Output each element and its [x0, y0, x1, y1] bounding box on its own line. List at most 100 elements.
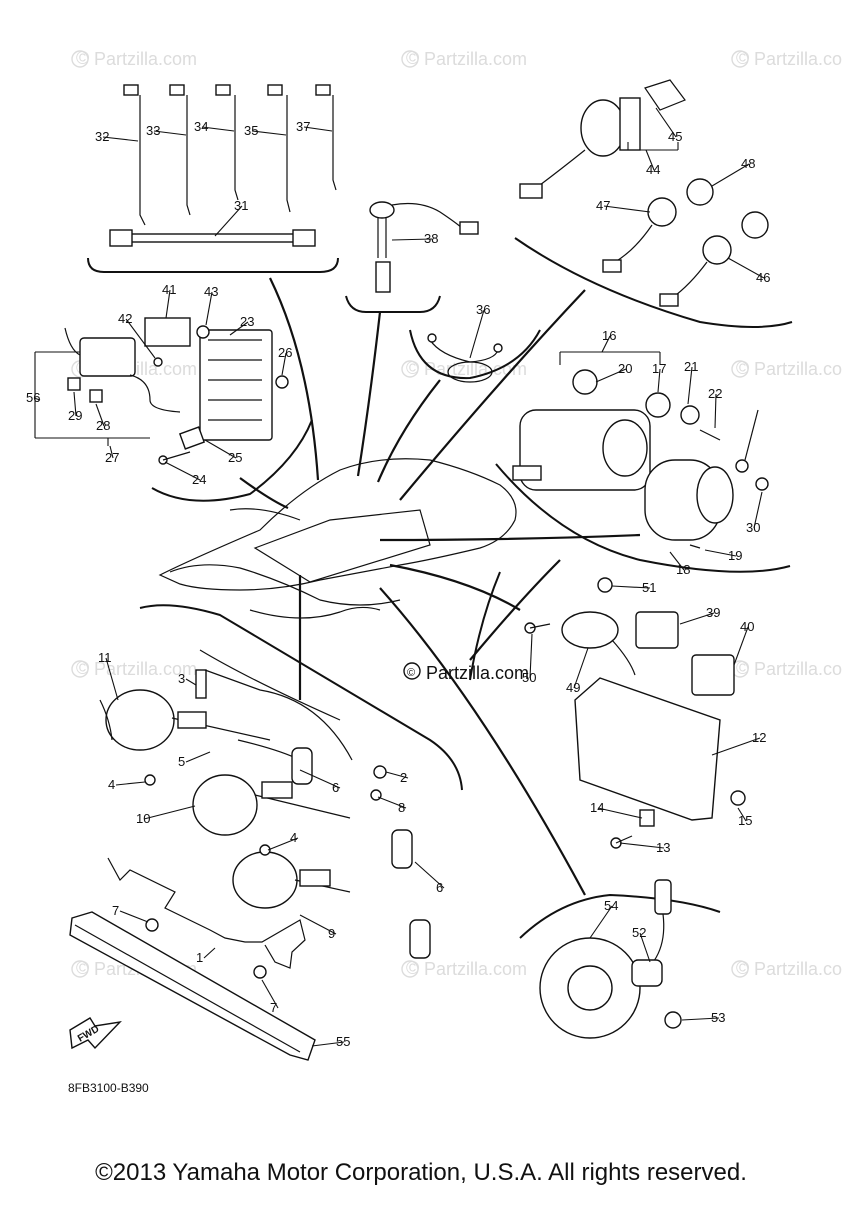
leader-line: [711, 737, 761, 756]
leader-line: [214, 205, 243, 237]
leader-line: [125, 318, 156, 359]
leader-line: [143, 805, 196, 820]
part-label: 43: [204, 284, 218, 299]
part-label: 7: [270, 1000, 277, 1015]
watermark-circle: [401, 960, 419, 978]
part-label: 6: [436, 880, 443, 895]
watermark-text: Partzilla.com: [424, 959, 527, 979]
copyright-footer: ©2013 Yamaha Motor Corporation, U.S.A. A…: [95, 1159, 747, 1186]
leader-line: [669, 551, 685, 571]
watermark-symbol: ©: [736, 658, 749, 678]
leader-line: [299, 769, 341, 789]
watermark-circle: [71, 660, 89, 678]
part-label: 49: [566, 680, 580, 695]
part-label: 8: [398, 800, 405, 815]
part-label: 55: [336, 1034, 350, 1049]
part-label: 6: [332, 780, 339, 795]
leader-line: [267, 837, 299, 851]
part-label: 34: [194, 119, 208, 134]
leader-line: [251, 130, 287, 136]
leader-line: [687, 366, 693, 405]
outline-pulser: [519, 893, 721, 939]
leader-line: [205, 291, 213, 326]
watermark-symbol: ©: [406, 48, 419, 68]
part-label: 3: [178, 671, 185, 686]
starter-group: [512, 369, 769, 549]
leader-line: [105, 657, 119, 701]
callout-arrows: [239, 277, 641, 896]
leader-line: [185, 751, 211, 763]
leader-line: [603, 205, 651, 213]
part-label: 14: [590, 800, 604, 815]
leader-line: [385, 771, 409, 779]
ignition-group: [69, 649, 431, 1061]
leader-line: [589, 905, 613, 939]
sensor-38: [369, 201, 479, 293]
outline-sensor: [345, 295, 441, 313]
leader-line: [655, 107, 677, 138]
part-label: 16: [602, 328, 616, 343]
watermark-circle: [71, 960, 89, 978]
outline-lamp: [409, 329, 541, 380]
part-label: 26: [278, 345, 292, 360]
leader-line: [203, 947, 216, 959]
part-label: 44: [646, 162, 660, 177]
part-label: 25: [228, 450, 242, 465]
leader-line: [303, 126, 333, 132]
part-label: 22: [708, 386, 722, 401]
part-label: 24: [192, 472, 206, 487]
leader-line: [657, 368, 661, 393]
watermark-circle: [731, 960, 749, 978]
leader-line: [469, 309, 485, 359]
leader-line: [733, 626, 749, 666]
part-label: 56: [26, 390, 40, 405]
leader-line: [261, 979, 279, 1009]
watermark-circle: [401, 50, 419, 68]
center-watermark: © Partzilla.com: [403, 662, 529, 683]
part-label: 46: [756, 270, 770, 285]
switch-group: [519, 79, 769, 307]
leader-line: [377, 796, 407, 809]
leader-line: [115, 781, 146, 786]
watermark-symbol: ©: [76, 658, 89, 678]
outline-relay: [151, 419, 313, 502]
part-label: 13: [656, 840, 670, 855]
outline-starter: [495, 463, 791, 573]
watermark-text: Partzilla.com: [754, 49, 843, 69]
outline-switch: [514, 237, 793, 328]
part-label: 35: [244, 123, 258, 138]
leader-line: [311, 1041, 345, 1047]
part-label: 18: [676, 562, 690, 577]
outline-ignition: [139, 604, 463, 791]
ecu-group: [524, 577, 746, 849]
part-label: 29: [68, 408, 82, 423]
leader-line: [201, 126, 235, 132]
watermark-symbol: ©: [736, 358, 749, 378]
watermark-text: Partzilla.com: [94, 659, 197, 679]
part-label: 52: [632, 925, 646, 940]
leader-line: [204, 439, 237, 459]
leader-line: [95, 403, 105, 427]
part-label: 30: [746, 520, 760, 535]
leader-line: [529, 633, 533, 679]
part-label: 54: [604, 898, 618, 913]
watermark-text: Partzilla.com: [754, 659, 843, 679]
part-label: 28: [96, 418, 110, 433]
part-label: 53: [711, 1010, 725, 1025]
watermark-text: Partzilla.com: [754, 959, 843, 979]
part-label: 21: [684, 359, 698, 374]
leader-line: [119, 910, 149, 923]
part-label: 1: [196, 950, 203, 965]
rotor-group: [539, 879, 682, 1039]
part-label: 19: [728, 548, 742, 563]
part-label: 23: [240, 314, 254, 329]
leader-line: [73, 391, 77, 417]
part-label: 31: [234, 198, 248, 213]
leader-line: [601, 335, 611, 353]
lamp-36: [427, 333, 503, 383]
leader-line: [573, 647, 589, 689]
part-label: 20: [618, 361, 632, 376]
